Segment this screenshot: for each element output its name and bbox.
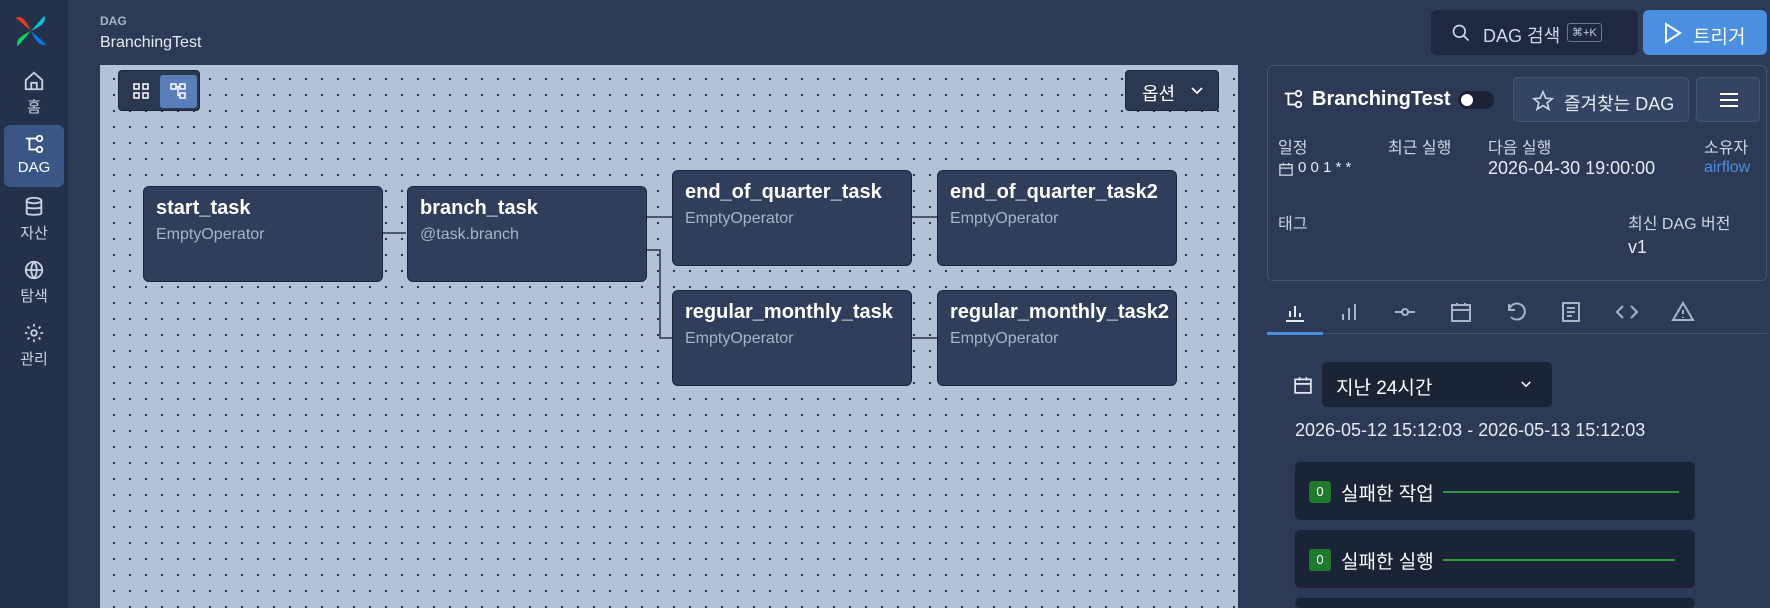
task-name: end_of_quarter_task: [685, 181, 882, 203]
failed-tasks-count: 0: [1309, 481, 1331, 503]
schedule-value: 0 0 1 * *: [1298, 159, 1352, 176]
schedule-label: 일정: [1278, 140, 1308, 157]
next-card: [1295, 598, 1695, 608]
task-node-regular_monthly_task2[interactable]: regular_monthly_task2 EmptyOperator: [937, 290, 1177, 386]
failed-runs-card[interactable]: 0 실패한 실행: [1295, 530, 1695, 588]
nav-assets-label: 자산: [20, 225, 48, 242]
dag-tabs: [1267, 290, 1767, 334]
nav-dag[interactable]: DAG: [4, 125, 64, 187]
tab-overview-icon[interactable]: [1283, 300, 1307, 324]
task-operator: EmptyOperator: [685, 210, 794, 227]
search-label: DAG 검색: [1483, 26, 1561, 46]
home-icon: [24, 71, 44, 91]
favorite-button[interactable]: 즐겨찾는 DAG: [1513, 77, 1689, 122]
dag-icon: [1284, 89, 1303, 109]
time-range-value: 지난 24시간: [1336, 378, 1433, 399]
next-run-value: 2026-04-30 19:00:00: [1488, 158, 1656, 178]
latest-version-value: v1: [1628, 237, 1648, 257]
trigger-label: 트리거: [1693, 27, 1746, 48]
chevron-down-icon: [1521, 381, 1531, 388]
failed-runs-sparkline: [1443, 559, 1675, 561]
favorite-label: 즐겨찾는 DAG: [1564, 94, 1675, 114]
dag-icon: [25, 134, 44, 154]
failed-runs-count: 0: [1309, 549, 1331, 571]
owner-link[interactable]: airflow: [1704, 159, 1751, 176]
breadcrumb-section: DAG: [100, 14, 127, 28]
failed-runs-label: 실패한 실행: [1341, 552, 1434, 573]
dag-details-panel: BranchingTest 즐겨찾는 DAG 일정 0 0 1 * * 최근 실…: [1267, 65, 1767, 281]
play-icon: [1665, 22, 1682, 44]
dag-name: BranchingTest: [1312, 88, 1451, 110]
owner-label: 소유자: [1704, 140, 1749, 157]
database-icon: [25, 196, 43, 216]
task-operator: EmptyOperator: [950, 210, 1059, 227]
time-range-text: 2026-05-12 15:12:03 - 2026-05-13 15:12:0…: [1295, 420, 1646, 440]
tab-warnings-icon[interactable]: [1671, 300, 1695, 324]
task-node-branch_task[interactable]: branch_task @task.branch: [407, 186, 647, 282]
tags-label: 태그: [1278, 216, 1308, 233]
tab-runs-icon[interactable]: [1337, 300, 1361, 324]
menu-icon: [1720, 93, 1738, 107]
gear-icon: [24, 323, 44, 343]
star-icon: [1532, 90, 1554, 112]
task-node-end_of_quarter_task[interactable]: end_of_quarter_task EmptyOperator: [672, 170, 912, 266]
graph-view-icon: [170, 83, 186, 99]
task-name: start_task: [156, 197, 251, 219]
tab-backfill-icon[interactable]: [1505, 300, 1529, 324]
nav-home-label: 홈: [27, 99, 41, 116]
time-range-select[interactable]: 지난 24시간: [1322, 362, 1552, 407]
failed-tasks-label: 실패한 작업: [1341, 484, 1434, 505]
grid-view-button[interactable]: [123, 75, 160, 108]
task-operator: EmptyOperator: [156, 226, 265, 243]
dag-search-button[interactable]: DAG 검색 ⌘+K: [1431, 10, 1638, 55]
failed-tasks-sparkline: [1443, 491, 1679, 493]
calendar-icon: [1294, 377, 1312, 394]
next-run-label: 다음 실행: [1488, 140, 1552, 157]
chevron-down-icon: [1191, 87, 1203, 95]
task-operator: @task.branch: [420, 226, 519, 243]
tab-events-icon[interactable]: [1559, 300, 1583, 324]
task-node-regular_monthly_task[interactable]: regular_monthly_task EmptyOperator: [672, 290, 912, 386]
grid-icon: [133, 83, 149, 99]
tab-tasks-icon[interactable]: [1393, 300, 1417, 324]
pause-toggle[interactable]: [1458, 91, 1494, 109]
task-operator: EmptyOperator: [950, 330, 1059, 347]
search-icon: [1452, 24, 1470, 42]
airflow-logo-icon[interactable]: [12, 12, 50, 50]
nav-browse[interactable]: 탐색: [4, 251, 64, 313]
sidebar: 홈 DAG 자산 탐색 관리: [0, 0, 68, 608]
breadcrumb-title[interactable]: BranchingTest: [100, 34, 202, 51]
task-name: end_of_quarter_task2: [950, 181, 1158, 203]
latest-run-label: 최근 실행: [1388, 140, 1452, 157]
task-node-start_task[interactable]: start_task EmptyOperator: [143, 186, 383, 282]
active-tab-indicator: [1267, 332, 1323, 335]
search-shortcut: ⌘+K: [1567, 23, 1602, 42]
calendar-icon: [1279, 162, 1293, 176]
task-name: regular_monthly_task: [685, 301, 893, 323]
nav-admin-label: 관리: [20, 351, 48, 368]
tab-code-icon[interactable]: [1615, 300, 1639, 324]
nav-home[interactable]: 홈: [4, 62, 64, 124]
view-toggle: [118, 70, 200, 111]
trigger-button[interactable]: 트리거: [1643, 10, 1767, 55]
nav-dag-label: DAG: [17, 159, 51, 176]
globe-icon: [24, 260, 44, 280]
task-name: regular_monthly_task2: [950, 301, 1169, 323]
menu-button[interactable]: [1696, 77, 1760, 122]
graph-options-button[interactable]: 옵션: [1125, 70, 1219, 111]
nav-browse-label: 탐색: [20, 288, 48, 305]
latest-version-label: 최신 DAG 버전: [1628, 216, 1731, 233]
failed-tasks-card[interactable]: 0 실패한 작업: [1295, 462, 1695, 520]
options-label: 옵션: [1142, 84, 1176, 104]
task-operator: EmptyOperator: [685, 330, 794, 347]
graph-view-button[interactable]: [160, 75, 197, 108]
nav-assets[interactable]: 자산: [4, 188, 64, 250]
task-node-end_of_quarter_task2[interactable]: end_of_quarter_task2 EmptyOperator: [937, 170, 1177, 266]
tab-calendar-icon[interactable]: [1449, 300, 1473, 324]
edge-branch-monthly: [647, 249, 672, 339]
task-name: branch_task: [420, 197, 538, 219]
nav-admin[interactable]: 관리: [4, 314, 64, 376]
